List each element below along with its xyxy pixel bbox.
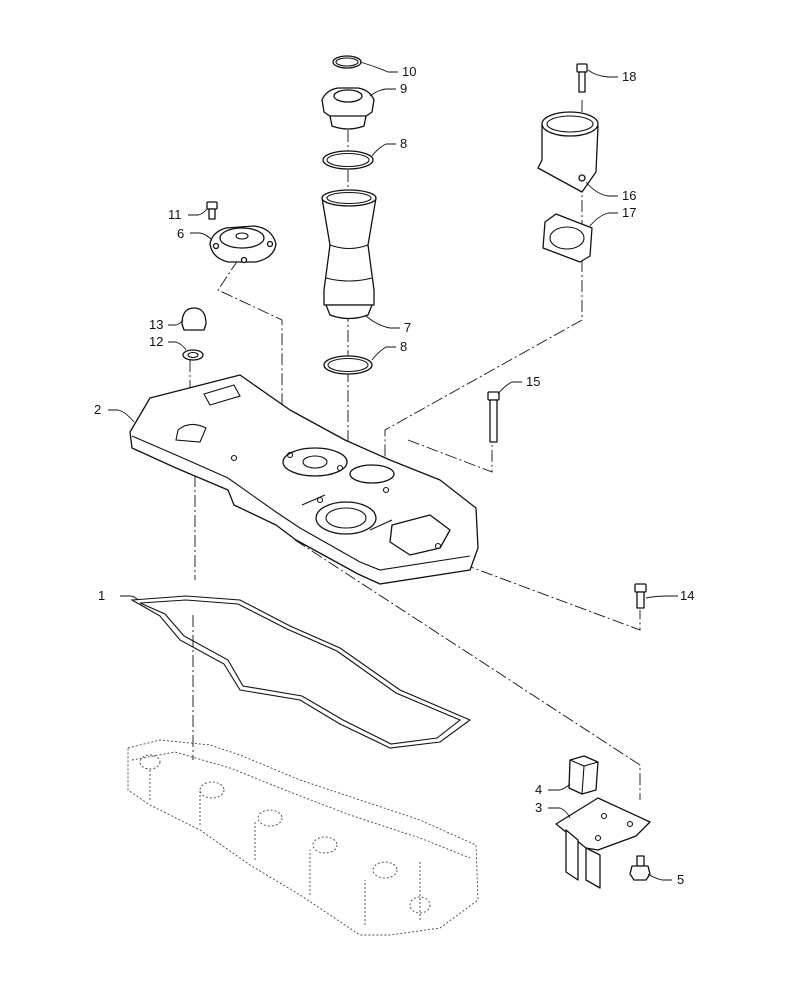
bolt-bracket: [634, 583, 647, 609]
valve-cover: [129, 374, 479, 585]
callout-16: 16: [622, 188, 636, 203]
callout-8-upper: 8: [400, 136, 407, 151]
bolt-elbow: [576, 63, 588, 93]
callout-18: 18: [622, 69, 636, 84]
callout-13: 13: [149, 317, 163, 332]
leader-lines: [108, 61, 678, 881]
callout-11: 11: [168, 207, 182, 222]
outlet-elbow: [537, 111, 599, 193]
breather-cover: [209, 225, 277, 264]
sealing-washer: [182, 349, 204, 361]
callout-6: 6: [177, 226, 184, 241]
elbow-gasket: [542, 213, 593, 263]
mounting-bracket: [555, 797, 651, 889]
o-ring-lower: [323, 355, 373, 375]
oil-plug: [181, 307, 207, 331]
o-ring-small: [332, 55, 362, 69]
callout-4: 4: [535, 782, 542, 797]
callout-14: 14: [680, 588, 694, 603]
screw-breather: [206, 201, 218, 220]
relay: [568, 755, 599, 795]
callout-9: 9: [400, 81, 407, 96]
callout-2: 2: [94, 402, 101, 417]
callout-12: 12: [149, 334, 163, 349]
valve-cover-gasket: [130, 595, 472, 749]
filler-cap: [321, 87, 375, 130]
callout-labels: 1 2 3 4 5 6 7 8 8 9 10 11 12 13 14 15 16…: [94, 64, 694, 887]
o-ring-upper: [322, 150, 374, 170]
callout-3: 3: [535, 800, 542, 815]
flange-nut: [629, 855, 651, 881]
callout-7: 7: [404, 320, 411, 335]
filler-neck-tube: [321, 189, 377, 320]
cylinder-head-phantom: [127, 739, 479, 936]
long-bolt: [487, 391, 500, 443]
callout-10: 10: [402, 64, 416, 79]
callout-8-lower: 8: [400, 339, 407, 354]
callout-5: 5: [677, 872, 684, 887]
callout-15: 15: [526, 374, 540, 389]
callout-1: 1: [98, 588, 105, 603]
callout-17: 17: [622, 205, 636, 220]
